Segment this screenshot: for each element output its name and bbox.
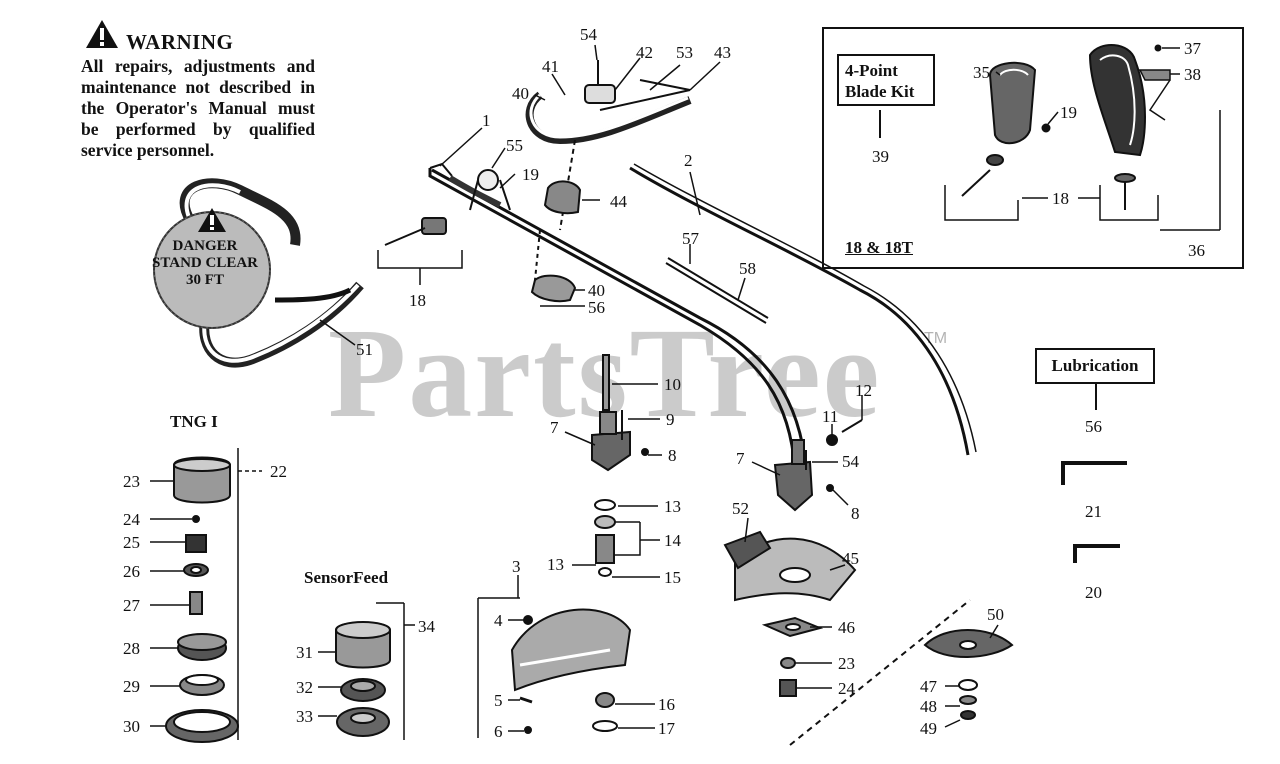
- model-numbers-label: 18 & 18T: [845, 238, 913, 257]
- callout-24a: 24: [123, 510, 141, 529]
- callout-6: 6: [494, 722, 503, 741]
- callout-3: 3: [512, 557, 521, 576]
- callout-29: 29: [123, 677, 140, 696]
- callout-25: 25: [123, 533, 140, 552]
- callout-51: 51: [356, 340, 373, 359]
- callout-1: 1: [482, 111, 491, 130]
- lower-clamp: [530, 229, 577, 303]
- callout-30: 30: [123, 717, 140, 736]
- callout-2: 2: [684, 151, 693, 170]
- callout-40a: 40: [512, 84, 529, 103]
- callout-27: 27: [123, 596, 141, 615]
- callout-32: 32: [296, 678, 313, 697]
- callout-9: 9: [666, 410, 675, 429]
- flex-shaft-cable: [629, 163, 977, 456]
- callout-13a: 13: [664, 497, 681, 516]
- debris-guard: [477, 597, 632, 738]
- callout-39: 39: [872, 147, 889, 166]
- callout-41: 41: [542, 57, 559, 76]
- handle-knob-bolt: [377, 217, 463, 269]
- callout-46: 46: [838, 618, 855, 637]
- shoulder-harness: [153, 178, 364, 368]
- assist-handle: [525, 60, 692, 231]
- callout-7a: 7: [550, 418, 559, 437]
- callout-49: 49: [920, 719, 937, 738]
- callout-36: 36: [1188, 241, 1205, 260]
- lubrication-box: Lubrication: [1035, 348, 1155, 384]
- callout-37: 37: [1184, 39, 1202, 58]
- callout-57: 57: [682, 229, 700, 248]
- callout-58: 58: [739, 259, 756, 278]
- callout-45: 45: [842, 549, 859, 568]
- callout-19a: 19: [522, 165, 539, 184]
- callout-11: 11: [822, 407, 838, 426]
- callout-34: 34: [418, 617, 436, 636]
- callout-23b: 23: [838, 654, 855, 673]
- callout-16: 16: [658, 695, 675, 714]
- upper-gear-head: [591, 354, 649, 472]
- callout-7b: 7: [736, 449, 745, 468]
- four-point-blade-kit-box: 4-Point Blade Kit: [837, 54, 935, 106]
- callout-40b: 40: [588, 281, 605, 300]
- callout-19b: 19: [1060, 103, 1077, 122]
- callout-26: 26: [123, 562, 140, 581]
- callout-18b: 18: [1052, 189, 1069, 208]
- callout-54b: 54: [842, 452, 860, 471]
- handle-clamp: [543, 180, 582, 215]
- callout-54a: 54: [580, 25, 598, 44]
- callout-21: 21: [1085, 502, 1102, 521]
- callout-20: 20: [1085, 583, 1102, 602]
- tng-section-title: TNG I: [170, 412, 218, 431]
- shield-washers: [761, 616, 824, 697]
- grass-shield: [723, 530, 857, 602]
- callout-42: 42: [636, 43, 653, 62]
- warning-triangle-icon: [86, 20, 118, 48]
- callout-53: 53: [676, 43, 693, 62]
- callout-14: 14: [664, 531, 682, 550]
- sensorfeed-section-title: SensorFeed: [304, 568, 389, 587]
- callout-17: 17: [658, 719, 676, 738]
- callout-47: 47: [920, 677, 938, 696]
- callout-24b: 24: [838, 679, 856, 698]
- trimmer-blade-assembly: [789, 599, 1014, 746]
- lower-gear-head: [773, 419, 863, 512]
- callout-52: 52: [732, 499, 749, 518]
- callout-12: 12: [855, 381, 872, 400]
- callout-8a: 8: [668, 446, 677, 465]
- callout-13b: 13: [547, 555, 564, 574]
- callout-10: 10: [664, 375, 681, 394]
- callout-18a: 18: [409, 291, 426, 310]
- leader-lines: [150, 44, 1180, 732]
- tng-trimmer-head-parts: [165, 448, 239, 743]
- callout-48: 48: [920, 697, 937, 716]
- callout-55: 55: [506, 136, 523, 155]
- callout-23a: 23: [123, 472, 140, 491]
- callout-15: 15: [664, 568, 681, 587]
- warning-title: WARNING: [126, 30, 234, 54]
- callout-38: 38: [1184, 65, 1201, 84]
- callout-31: 31: [296, 643, 313, 662]
- callout-35: 35: [973, 63, 990, 82]
- callout-numbers: 54 41 42 53 43 40 1 55 19 44 2 18 57 58 …: [123, 25, 1205, 741]
- callout-50: 50: [987, 605, 1004, 624]
- callout-8b: 8: [851, 504, 860, 523]
- callout-44: 44: [610, 192, 628, 211]
- shaft-rod: [665, 257, 769, 324]
- callout-5: 5: [494, 691, 503, 710]
- callout-33: 33: [296, 707, 313, 726]
- callout-4: 4: [494, 611, 503, 630]
- callout-28: 28: [123, 639, 140, 658]
- callout-22: 22: [270, 462, 287, 481]
- callout-56a: 56: [588, 298, 605, 317]
- sensorfeed-head-parts: [335, 603, 405, 740]
- hex-wrenches: [1061, 461, 1127, 563]
- bearing-stack: [594, 499, 616, 577]
- callout-43: 43: [714, 43, 731, 62]
- callout-56b: 56: [1085, 417, 1102, 436]
- danger-stand-clear-label: DANGER STAND CLEAR 30 FT: [152, 238, 258, 288]
- warning-text: All repairs, adjustments and maintenance…: [81, 56, 315, 160]
